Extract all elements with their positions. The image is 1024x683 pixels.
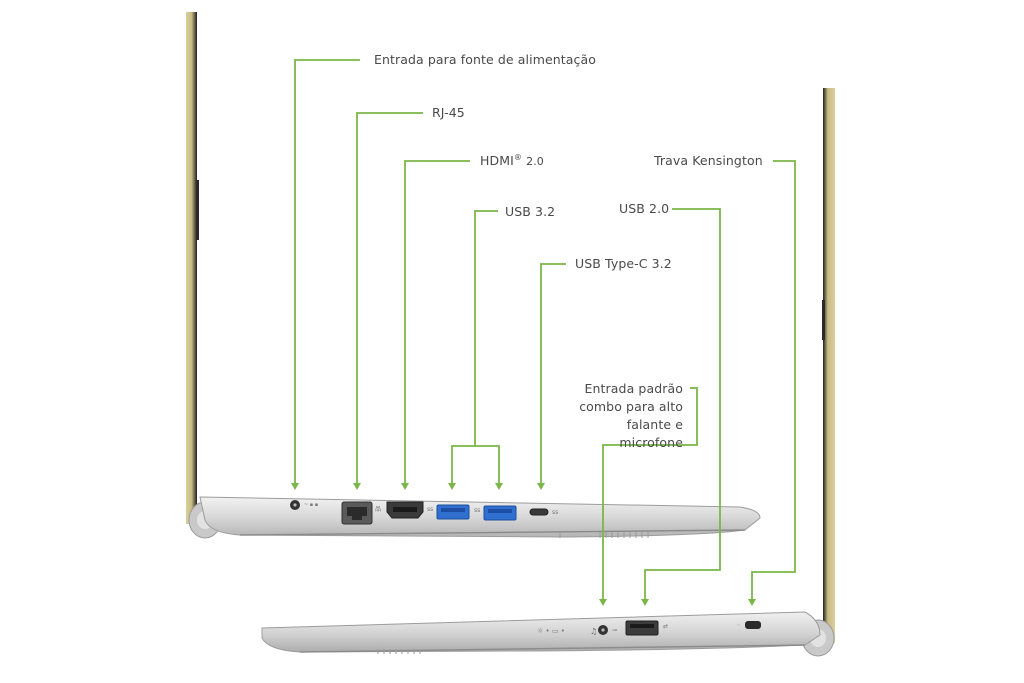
label-hdmi-registered: ® <box>513 153 523 162</box>
label-usb-type-c: USB Type-C 3.2 <box>575 256 672 271</box>
laptop-right-side: ☼ • ▭ • ♫ ⊸ ⇄ ◦ <box>261 88 835 657</box>
laptop-left-side: ~ ▪ ▪ 品 ss ss <box>186 12 761 539</box>
ethernet-port-icon: 品 <box>341 501 381 525</box>
svg-text:ss: ss <box>474 507 480 514</box>
svg-text:~ ▪ ▪: ~ ▪ ▪ <box>304 502 318 508</box>
audio-jack-icon: ♫ <box>590 625 608 636</box>
lid-right <box>823 88 835 643</box>
callout-power <box>294 59 360 484</box>
usb-a-port-icon: ⊸ ⇄ <box>612 620 668 636</box>
callout-audio <box>602 387 698 600</box>
svg-text:⇄: ⇄ <box>663 623 668 630</box>
svg-text:品: 品 <box>375 506 381 513</box>
usb-c-port-icon: ss <box>529 508 558 516</box>
callout-arrowheads <box>291 483 756 606</box>
callout-usb32 <box>474 210 498 446</box>
svg-text:ss: ss <box>552 509 558 516</box>
hdmi-port-icon <box>386 501 424 519</box>
usb-a-port-icon: ss <box>427 504 470 520</box>
label-audio-line3: falante e microfone <box>619 417 683 450</box>
dc-power-port-icon: ~ ▪ ▪ <box>290 500 318 510</box>
callout-hdmi <box>404 160 470 484</box>
callout-usb20 <box>644 208 721 600</box>
label-hdmi-text: HDMI <box>480 153 514 169</box>
callout-lines <box>294 59 796 600</box>
laptop-body-right <box>261 611 821 653</box>
label-usb20: USB 2.0 <box>619 201 670 216</box>
label-hdmi: HDMI® 2.0 <box>480 153 544 168</box>
svg-text:♫: ♫ <box>590 627 597 636</box>
kensington-lock-icon: ◦ <box>737 621 761 629</box>
callout-usbc <box>540 263 566 484</box>
usb-a-port-icon: ss <box>474 505 517 521</box>
label-power-input: Entrada para fonte de alimentação <box>374 52 597 67</box>
label-hdmi-version: 2.0 <box>526 155 544 169</box>
callout-kensington <box>751 160 796 600</box>
label-usb32: USB 3.2 <box>505 204 556 219</box>
lid-left <box>186 12 197 524</box>
svg-text:☼ • ▭ •: ☼ • ▭ • <box>537 627 565 635</box>
label-audio-line1: Entrada padrão <box>584 381 683 396</box>
label-rj45: RJ-45 <box>432 105 465 120</box>
callout-usb32-fork <box>451 445 500 484</box>
label-audio-combo: Entrada padrão combo para alto falante e… <box>560 380 683 452</box>
laptop-body-left <box>199 496 761 538</box>
label-kensington: Trava Kensington <box>654 153 763 168</box>
svg-text:⊸: ⊸ <box>612 627 617 634</box>
svg-text:ss: ss <box>427 506 433 513</box>
callout-rj45 <box>356 112 423 484</box>
label-audio-line2: combo para alto <box>579 399 683 414</box>
svg-text:◦: ◦ <box>737 622 741 629</box>
